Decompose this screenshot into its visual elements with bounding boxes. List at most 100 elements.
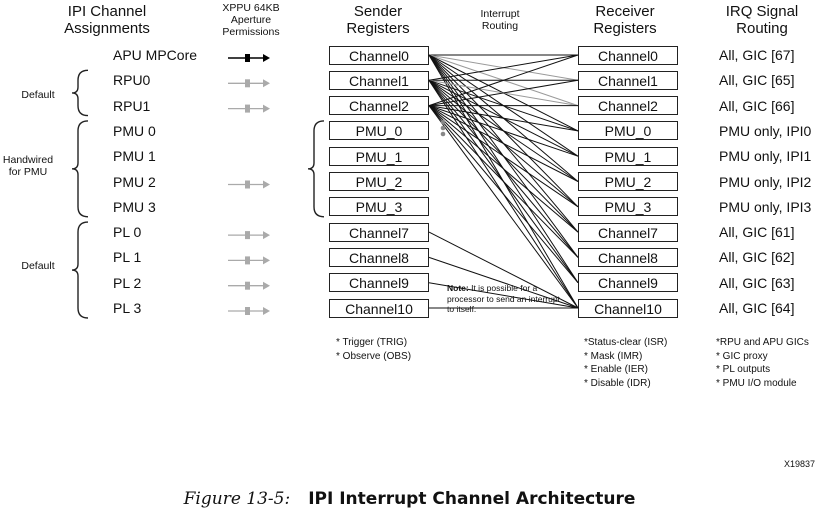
irq-signal-label: PMU only, IPI1 xyxy=(719,148,812,165)
header-routing: Interrupt Routing xyxy=(480,8,520,32)
irq-signal-label: All, GIC [63] xyxy=(719,274,795,291)
receiver-register-box: PMU_1 xyxy=(578,146,678,166)
receiver-register-box: PMU_3 xyxy=(578,197,678,217)
receiver-register-box: PMU_0 xyxy=(578,121,678,141)
xppu-arrowhead xyxy=(263,256,270,265)
routing-line xyxy=(428,105,579,309)
xppu-gate-block xyxy=(245,54,250,62)
assignment-label: PL 0 xyxy=(113,224,142,241)
sender-register-box: Channel9 xyxy=(329,273,429,293)
xppu-arrowhead xyxy=(263,54,270,62)
receiver-register-box: Channel10 xyxy=(578,298,678,318)
list-item: * Trigger (TRIG) xyxy=(336,337,408,348)
header-ipi-channel: IPI Channel Assignments xyxy=(64,3,150,37)
brace-default-bottom xyxy=(71,221,89,319)
header-irq: IRQ Signal Routing xyxy=(725,3,799,37)
routing-line xyxy=(428,105,579,157)
sender-register-box: PMU_1 xyxy=(329,146,429,166)
brace-handwired xyxy=(71,120,89,218)
routing-line xyxy=(428,256,579,309)
xppu-gate-block xyxy=(245,281,250,290)
receiver-register-box: Channel0 xyxy=(578,45,678,65)
list-item: * GIC proxy xyxy=(716,350,768,362)
sender-register-box: Channel0 xyxy=(329,45,429,65)
irq-signal-label: All, GIC [64] xyxy=(719,300,795,316)
sender-register-box: Channel7 xyxy=(329,222,429,242)
list-item: * Enable (IER) xyxy=(584,364,648,375)
sender-register-box: Channel8 xyxy=(329,247,429,267)
xppu-arrowhead xyxy=(263,104,270,113)
xppu-gate-block xyxy=(245,307,250,315)
assignment-label: PMU 0 xyxy=(113,122,156,139)
receiver-register-list: *Status-clear (ISR) * Mask (IMR) * Enabl… xyxy=(584,336,667,390)
assignment-label: RPU0 xyxy=(113,72,151,89)
ellipsis-dot xyxy=(440,119,446,125)
assignment-label: PMU 1 xyxy=(113,148,156,165)
routing-line xyxy=(428,54,579,81)
irq-signal-list: *RPU and APU GICs * GIC proxy * PL outpu… xyxy=(716,336,809,390)
list-item: * PL outputs xyxy=(716,364,771,375)
irq-signal-label: All, GIC [67] xyxy=(719,47,795,63)
caption-title: IPI Interrupt Channel Architecture xyxy=(308,489,636,509)
receiver-register-box: PMU_2 xyxy=(578,172,678,191)
receiver-register-box: Channel7 xyxy=(578,222,678,242)
xppu-gate-block xyxy=(245,180,250,189)
irq-signal-label: PMU only, IPI2 xyxy=(719,173,812,190)
brace-default-top xyxy=(71,69,89,117)
sender-register-box: Channel2 xyxy=(329,96,429,116)
routing-line xyxy=(428,54,579,107)
irq-signal-label: All, GIC [61] xyxy=(719,224,795,241)
list-item: * Observe (OBS) xyxy=(336,350,412,362)
routing-line xyxy=(428,79,579,107)
list-item: * Mask (IMR) xyxy=(584,350,643,362)
assignment-label: PL 1 xyxy=(113,249,142,266)
sender-register-box: PMU_2 xyxy=(329,172,429,191)
header-xppu: XPPU 64KB Aperture Permissions xyxy=(222,2,280,38)
sender-register-box: PMU_3 xyxy=(329,197,429,217)
list-item: *Status-clear (ISR) xyxy=(584,337,668,348)
list-item: *RPU and APU GICs xyxy=(716,337,809,348)
routing-line xyxy=(428,105,579,233)
receiver-register-box: Channel8 xyxy=(578,247,678,267)
xppu-gate-block xyxy=(245,79,250,88)
assignment-label: PMU 3 xyxy=(113,198,156,215)
header-receiver: Receiver Registers xyxy=(593,3,657,37)
irq-signal-label: All, GIC [66] xyxy=(719,97,795,114)
xppu-arrowhead xyxy=(263,180,270,189)
receiver-register-box: Channel9 xyxy=(578,273,678,293)
routing-line xyxy=(428,105,579,284)
routing-line xyxy=(428,105,579,208)
group-label-default-top: Default xyxy=(21,89,55,101)
ellipsis-dot xyxy=(440,131,446,137)
xppu-gate-block xyxy=(245,104,250,113)
routing-line xyxy=(428,105,579,182)
assignment-label: PMU 2 xyxy=(113,173,156,190)
caption-number: Figure 13-5: xyxy=(183,489,291,509)
group-label-handwired: Handwired for PMU xyxy=(2,154,54,178)
figure-id: X19837 xyxy=(784,459,816,469)
irq-signal-label: PMU only, IPI3 xyxy=(719,198,812,215)
group-label-default-bottom: Default xyxy=(21,260,55,272)
receiver-register-box: Channel1 xyxy=(578,70,678,90)
header-sender: Sender Registers xyxy=(346,3,410,37)
note-label: Note: xyxy=(447,283,469,293)
receiver-register-box: Channel2 xyxy=(578,96,678,116)
xppu-gate-block xyxy=(245,231,250,240)
list-item: * PMU I/O module xyxy=(716,377,797,389)
figure-caption: Figure 13-5: IPI Interrupt Channel Archit… xyxy=(0,489,819,509)
assignment-label: RPU1 xyxy=(113,97,151,114)
ellipsis-dot xyxy=(440,125,446,131)
note-text: Note: It is possible for a processor to … xyxy=(447,283,567,315)
assignment-label: APU MPCore xyxy=(113,47,198,63)
xppu-arrowhead xyxy=(263,281,270,290)
irq-signal-label: PMU only, IPI0 xyxy=(719,122,812,139)
note-body: It is possible for a processor to send a… xyxy=(447,283,560,314)
xppu-gate-block xyxy=(245,256,250,265)
assignment-label: PL 2 xyxy=(113,274,142,291)
xppu-arrowhead xyxy=(263,307,270,315)
irq-signal-label: All, GIC [62] xyxy=(719,249,795,266)
xppu-arrowhead xyxy=(263,79,270,88)
list-item: * Disable (IDR) xyxy=(584,377,651,389)
assignment-label: PL 3 xyxy=(113,300,142,316)
